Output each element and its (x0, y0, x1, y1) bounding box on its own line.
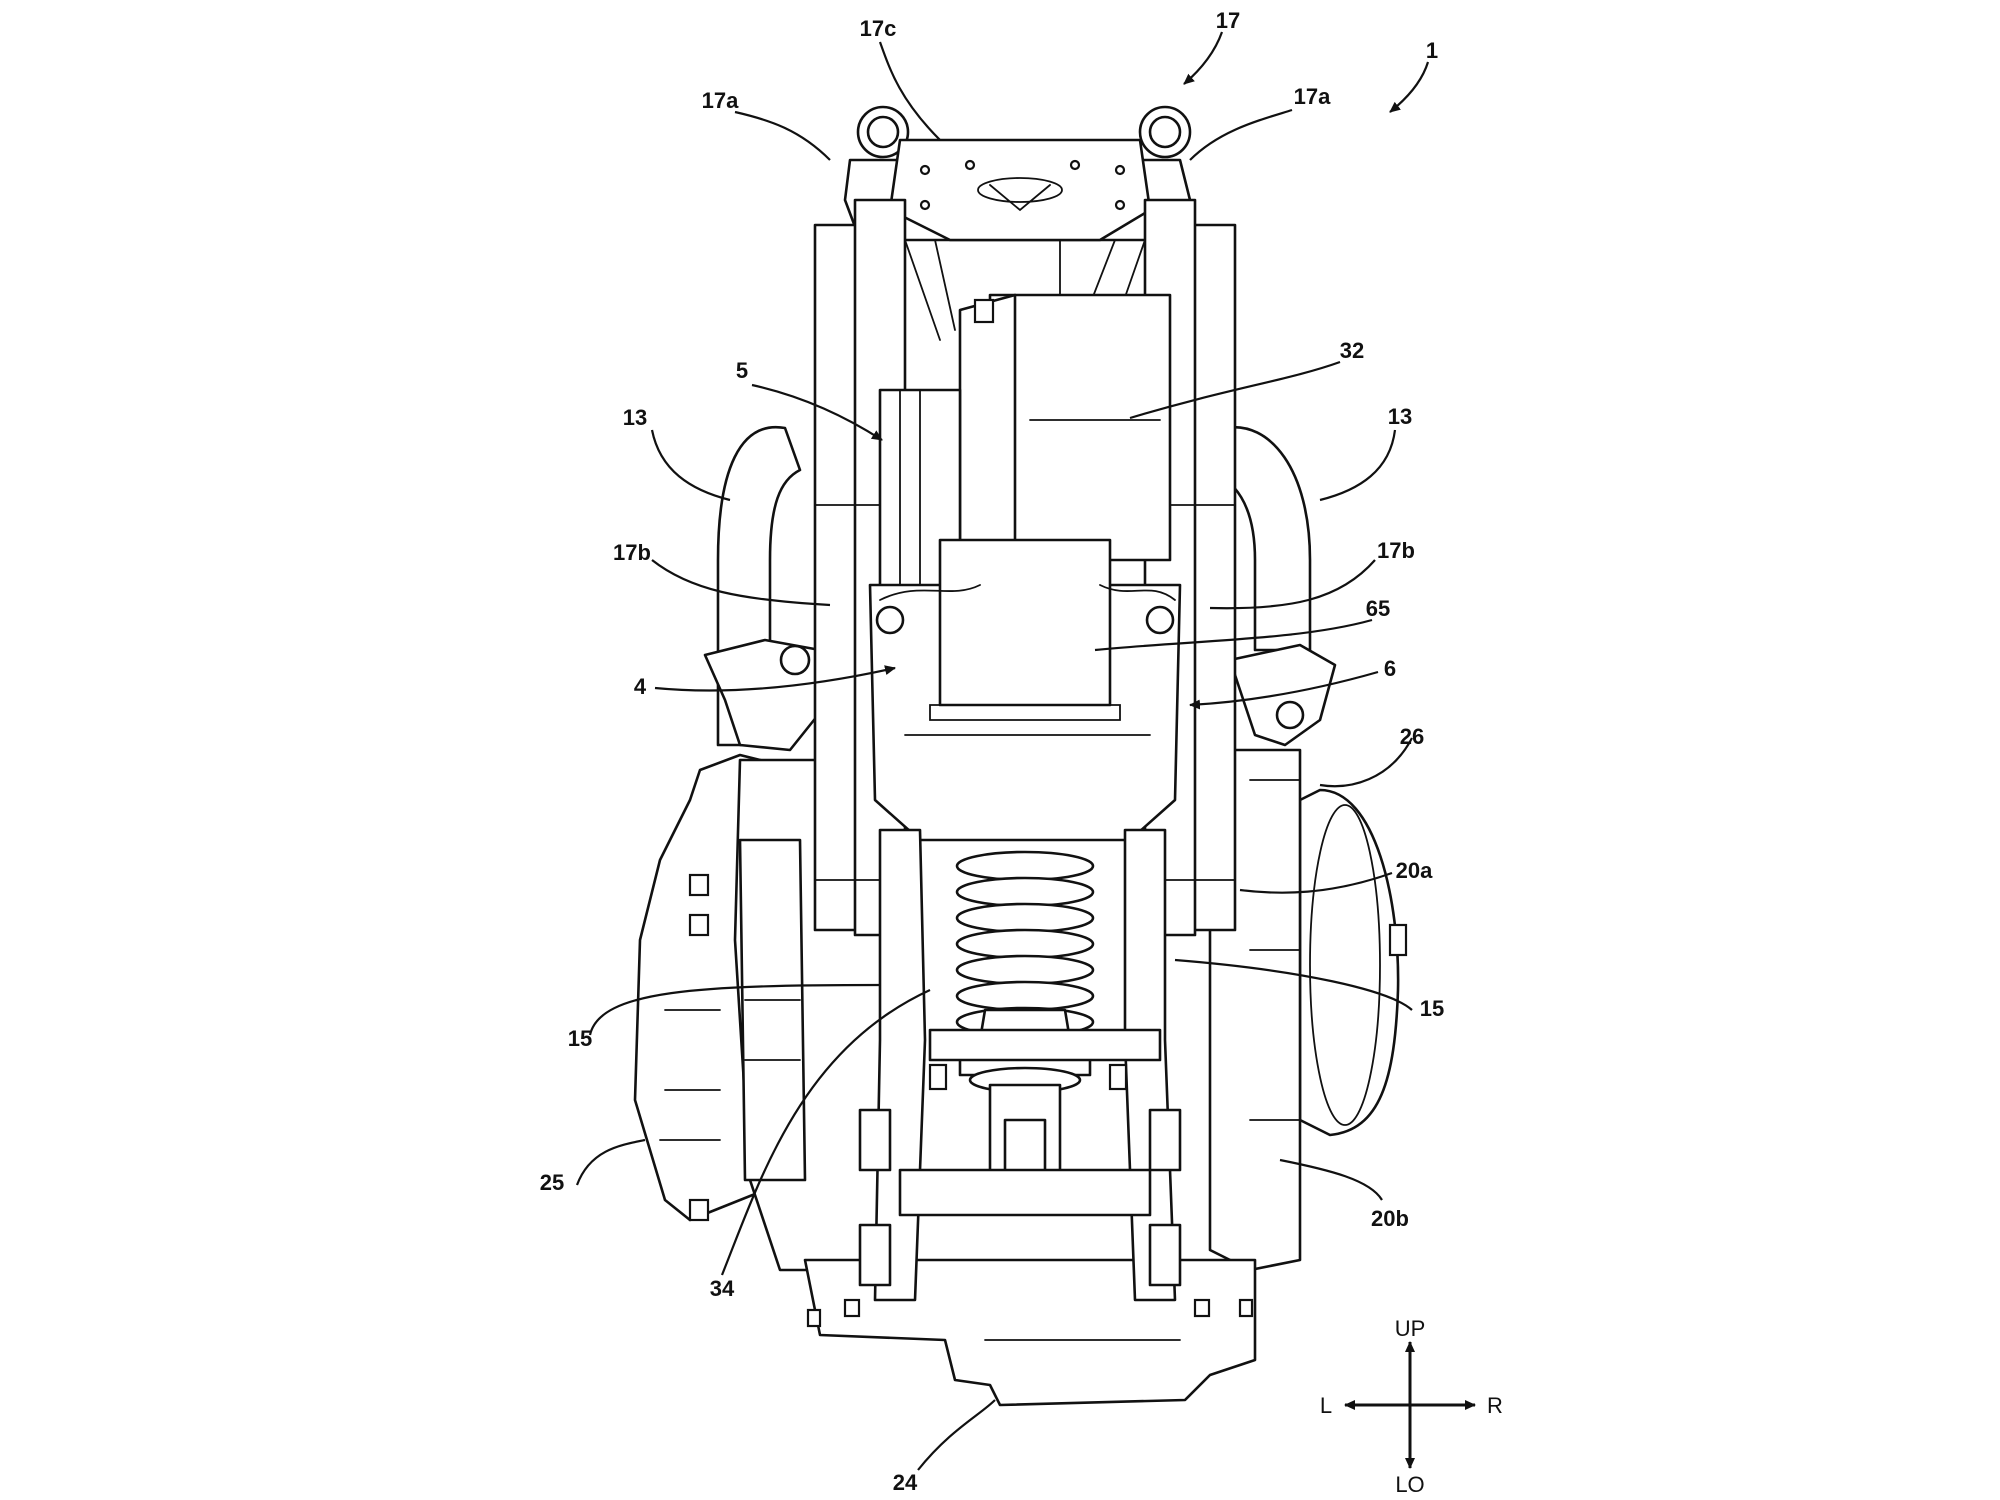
leader-lines (575, 31, 1430, 1471)
air-cleaner-32 (878, 293, 1172, 602)
direction-down-label: LO (1395, 1472, 1424, 1497)
label-13-right: 13 (1388, 404, 1412, 429)
label-15-right: 15 (1420, 996, 1444, 1021)
label-17b-left: 17b (613, 540, 651, 565)
reference-labels: 1 17 17c 17a 17a 32 5 13 13 17b 17b 65 4… (540, 8, 1444, 1495)
label-15-left: 15 (568, 1026, 592, 1051)
label-17: 17 (1216, 8, 1240, 33)
label-1: 1 (1426, 38, 1438, 63)
top-plate (888, 138, 1152, 242)
direction-left-label: L (1320, 1393, 1332, 1418)
label-13-left: 13 (623, 405, 647, 430)
direction-indicator: UP LO L R (1320, 1316, 1503, 1497)
label-32: 32 (1340, 338, 1364, 363)
body-frame (813, 105, 1237, 937)
clutch-cover-26 (1298, 788, 1400, 1137)
label-25: 25 (540, 1170, 564, 1195)
reservoir-65 (938, 538, 1112, 707)
crankcase-left-panel (738, 838, 807, 1182)
rear-cushion-4 (868, 538, 1182, 842)
label-26: 26 (1400, 724, 1424, 749)
label-5: 5 (736, 358, 748, 383)
direction-right-label: R (1487, 1393, 1503, 1418)
label-17a-right: 17a (1294, 84, 1331, 109)
label-20a: 20a (1396, 858, 1433, 883)
label-20b: 20b (1371, 1206, 1409, 1231)
label-17c: 17c (860, 16, 897, 41)
label-17b-right: 17b (1377, 538, 1415, 563)
label-6: 6 (1384, 656, 1396, 681)
label-17a-left: 17a (702, 88, 739, 113)
coil-spring (955, 850, 1095, 1038)
label-4: 4 (634, 674, 647, 699)
direction-up-label: UP (1395, 1316, 1426, 1341)
label-65: 65 (1366, 596, 1390, 621)
label-34: 34 (710, 1276, 735, 1301)
spring-damper-34 (898, 850, 1162, 1217)
label-24: 24 (893, 1470, 918, 1495)
